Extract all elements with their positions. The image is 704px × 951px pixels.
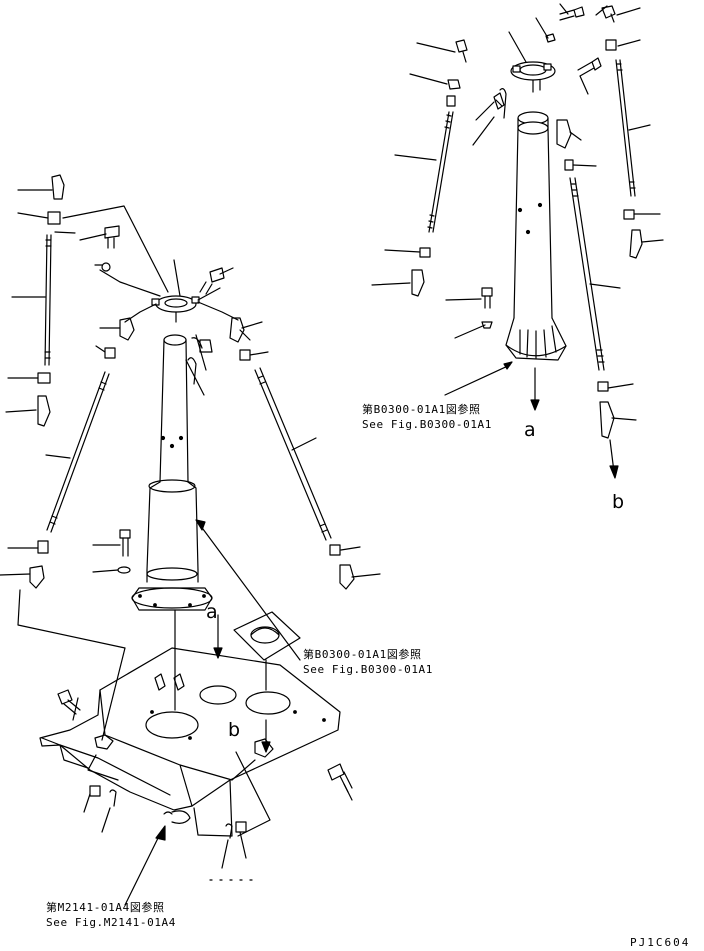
drawing-code: PJ1C604 (630, 936, 691, 949)
lower-left-rod (45, 235, 109, 532)
upper-rod-ends (412, 6, 642, 438)
upper-clamp-ring (511, 62, 555, 92)
reference-jp: 第B0300-01A1図参照 (362, 403, 481, 416)
reference-jp: 第B0300-01A1図参照 (303, 648, 422, 661)
base-frame (40, 612, 352, 880)
reference-note-middle-right: 第B0300-01A1図参照 See Fig.B0300-01A1 (303, 647, 433, 677)
lower-column-tube (132, 335, 212, 610)
reference-note-upper-right: 第B0300-01A1図参照 See Fig.B0300-01A1 (362, 402, 492, 432)
upper-down-arrows (531, 368, 618, 478)
upper-long-rod (570, 178, 604, 370)
reference-note-bottom-left: 第M2141-01A4図参照 See Fig.M2141-01A4 (46, 900, 176, 930)
upper-leader-lines (372, 4, 663, 420)
lower-right-rod (255, 368, 331, 540)
reference-en: See Fig.B0300-01A1 (362, 418, 493, 431)
lower-clamp-ring (152, 296, 199, 322)
marker-b-upper: b (612, 491, 625, 513)
lower-fasteners (30, 175, 354, 589)
upper-column-tube (506, 112, 566, 360)
lower-assembly (0, 175, 380, 905)
lower-leader-lines (0, 190, 380, 905)
reference-en: See Fig.M2141-01A4 (46, 916, 177, 929)
upper-assembly (372, 4, 663, 478)
marker-b-lower: b (228, 719, 241, 741)
upper-left-rod (428, 112, 453, 232)
marker-a-upper: a (524, 419, 536, 441)
reference-en: See Fig.B0300-01A1 (303, 663, 434, 676)
upper-right-rod (616, 60, 635, 196)
marker-a-lower: a (206, 601, 218, 623)
reference-jp: 第M2141-01A4図参照 (46, 901, 165, 914)
